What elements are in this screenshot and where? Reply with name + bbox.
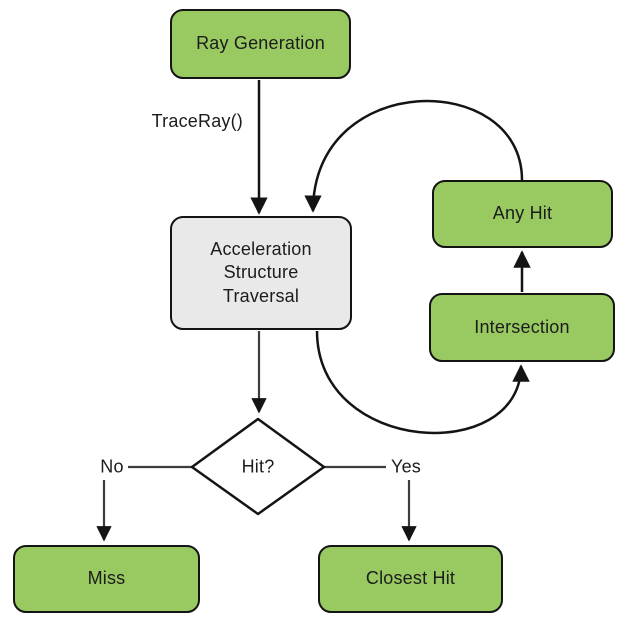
edge-anyhit-to-traversal-curve	[304, 99, 524, 213]
edge-label-no: No	[100, 456, 124, 477]
node-any-hit: Any Hit	[432, 180, 613, 248]
edge-label-yes: Yes	[391, 456, 421, 477]
node-hit-decision-label: Hit?	[241, 456, 275, 477]
node-acceleration-structure-traversal-label: Acceleration Structure Traversal	[210, 238, 312, 306]
node-closest-hit-label: Closest Hit	[365, 568, 456, 589]
node-intersection-label: Intersection	[474, 316, 570, 337]
edge-label-traceray: TraceRay()	[151, 111, 243, 131]
node-miss: Miss	[13, 545, 200, 613]
edge-traversal-to-intersection-curve	[315, 330, 530, 435]
node-acceleration-structure-traversal: Acceleration Structure Traversal	[170, 216, 352, 330]
node-ray-generation-label: Ray Generation	[196, 33, 325, 54]
node-ray-generation: Ray Generation	[170, 9, 351, 79]
node-intersection: Intersection	[429, 293, 615, 362]
node-miss-label: Miss	[87, 568, 126, 589]
node-closest-hit: Closest Hit	[318, 545, 503, 613]
node-hit-decision-shape	[190, 417, 326, 516]
node-any-hit-label: Any Hit	[492, 203, 553, 224]
